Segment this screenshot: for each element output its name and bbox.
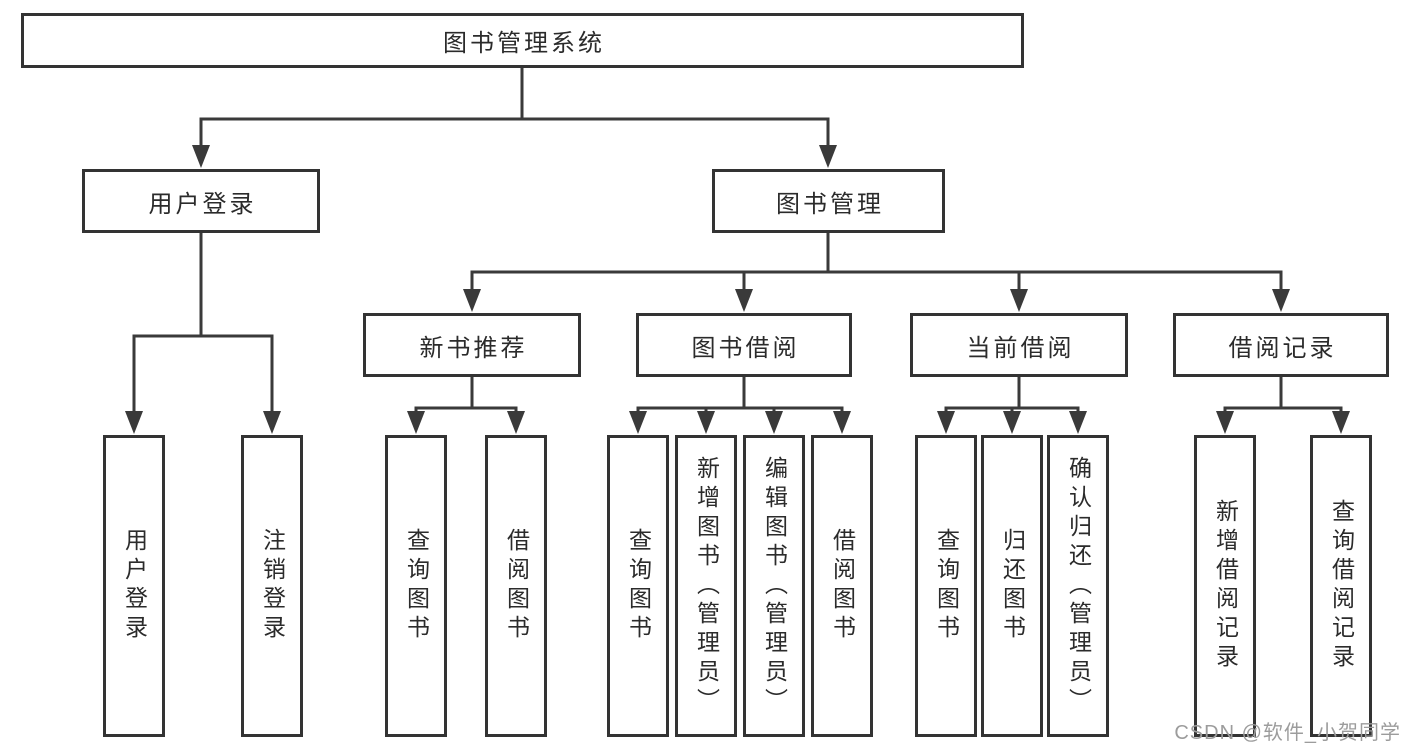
- arrowhead-icon: [833, 411, 851, 434]
- leaf-user-login: 用户登录: [103, 435, 165, 737]
- node-new-book-recommend: 新书推荐: [363, 313, 581, 377]
- node-label: 查询图书: [933, 528, 960, 644]
- arrowhead-icon: [125, 411, 143, 434]
- node-book-management: 图书管理: [712, 169, 945, 233]
- node-label: 图书管理: [776, 190, 884, 218]
- leaf-borrowing-edit-books-admin: 编辑图书（管理员）: [743, 435, 805, 737]
- leaf-newbook-query-books: 查询图书: [385, 435, 447, 737]
- arrowhead-icon: [1272, 289, 1290, 312]
- arrowhead-icon: [629, 411, 647, 434]
- leaf-logout: 注销登录: [241, 435, 303, 737]
- arrowhead-icon: [263, 411, 281, 434]
- arrowheads: [125, 145, 1350, 434]
- leaf-records-add-record: 新增借阅记录: [1194, 435, 1256, 737]
- node-root-system: 图书管理系统: [21, 13, 1024, 68]
- leaf-records-query-record: 查询借阅记录: [1310, 435, 1372, 737]
- arrowhead-icon: [765, 411, 783, 434]
- node-label: 借阅图书: [503, 528, 530, 644]
- node-label: 新书推荐: [419, 334, 528, 362]
- arrowhead-icon: [463, 289, 481, 312]
- node-label: 图书管理系统: [443, 30, 605, 57]
- leaf-current-query-books: 查询图书: [915, 435, 977, 737]
- leaf-current-confirm-return-admin: 确认归还（管理员）: [1047, 435, 1109, 737]
- leaf-newbook-borrow-books: 借阅图书: [485, 435, 547, 737]
- leaf-current-return-books: 归还图书: [981, 435, 1043, 737]
- node-label: 新增借阅记录: [1212, 499, 1239, 673]
- arrowhead-icon: [407, 411, 425, 434]
- node-label: 注销登录: [259, 528, 286, 644]
- node-label: 用户登录: [148, 190, 257, 218]
- node-label: 查询借阅记录: [1328, 499, 1355, 673]
- arrowhead-icon: [735, 289, 753, 312]
- arrowhead-icon: [1010, 289, 1028, 312]
- node-label: 确认归还（管理员）: [1065, 455, 1092, 717]
- arrowhead-icon: [937, 411, 955, 434]
- arrowhead-icon: [697, 411, 715, 434]
- node-label: 用户登录: [121, 528, 148, 644]
- arrowhead-icon: [507, 411, 525, 434]
- leaf-borrowing-borrow-books: 借阅图书: [811, 435, 873, 737]
- node-label: 借阅记录: [1228, 334, 1337, 362]
- arrowhead-icon: [1216, 411, 1234, 434]
- arrowhead-icon: [819, 145, 837, 168]
- node-label: 归还图书: [999, 528, 1026, 644]
- watermark: CSDN @软件_小贺同学: [1174, 722, 1401, 744]
- node-book-borrowing: 图书借阅: [636, 313, 852, 377]
- node-label: 当前借阅: [966, 334, 1075, 362]
- arrowhead-icon: [1003, 411, 1021, 434]
- node-borrowing-records: 借阅记录: [1173, 313, 1389, 377]
- node-label: 编辑图书（管理员）: [761, 455, 788, 717]
- leaf-borrowing-add-books-admin: 新增图书（管理员）: [675, 435, 737, 737]
- node-label: 图书借阅: [691, 334, 800, 362]
- arrowhead-icon: [192, 145, 210, 168]
- node-label: 查询图书: [403, 528, 430, 644]
- node-label: 查询图书: [625, 528, 652, 644]
- leaf-borrowing-query-books: 查询图书: [607, 435, 669, 737]
- node-current-borrowing: 当前借阅: [910, 313, 1128, 377]
- arrowhead-icon: [1332, 411, 1350, 434]
- arrowhead-icon: [1069, 411, 1087, 434]
- node-user-login: 用户登录: [82, 169, 320, 233]
- node-label: 新增图书（管理员）: [693, 455, 720, 717]
- node-label: 借阅图书: [829, 528, 856, 644]
